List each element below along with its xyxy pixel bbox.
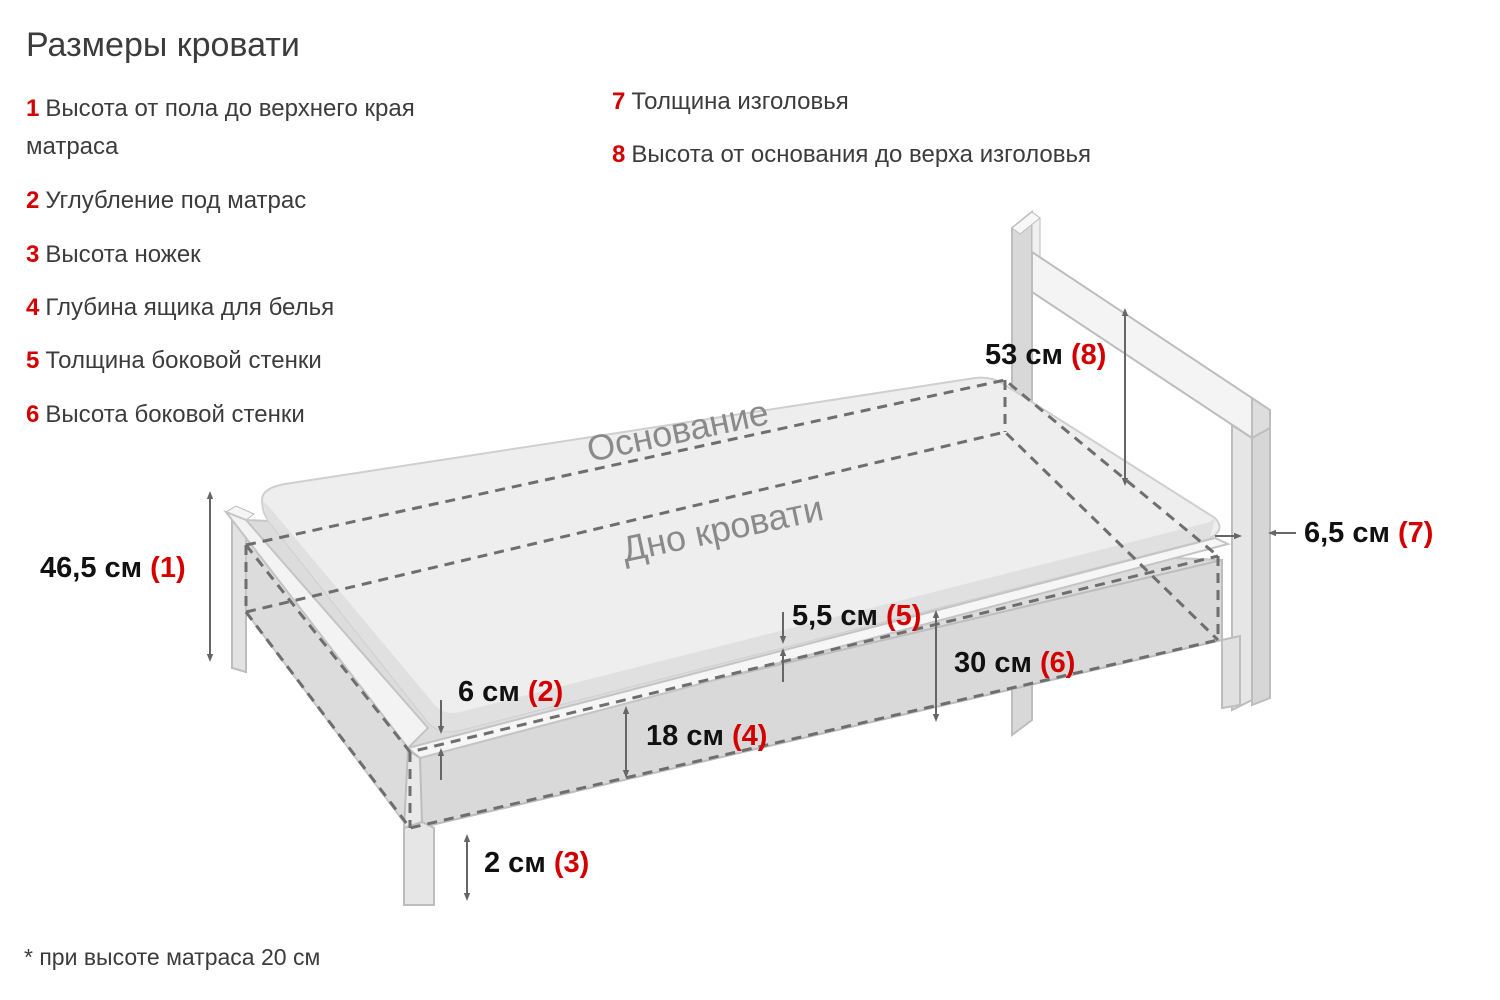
dimension-value: 6 см — [458, 676, 520, 708]
legend-number: 1 — [26, 95, 40, 122]
legend-text: Углубление под матрас — [45, 187, 307, 214]
dimension-arrows — [206, 308, 1296, 901]
leg-back-left — [225, 511, 247, 674]
dimension-value: 53 см — [985, 339, 1063, 371]
legend-text: Высота от основания до верха изголовья — [631, 141, 1092, 168]
legend-text: Толщина изголовья — [631, 88, 849, 115]
dashed-outlines — [244, 378, 1220, 830]
dimension-ref: (2) — [527, 676, 564, 708]
leg-back-right — [1221, 634, 1241, 710]
legend-text: Глубина ящика для белья — [45, 294, 335, 321]
dimension-value: 2 см — [484, 847, 546, 879]
dimension-value: 6,5 см — [1304, 517, 1390, 549]
page-title: Размеры кровати — [26, 26, 300, 64]
legend-number: 5 — [26, 347, 40, 374]
legend-number: 6 — [26, 401, 40, 428]
dimension-4: 18 см (4) — [646, 720, 767, 753]
dimension-3: 2 см (3) — [484, 847, 589, 880]
legend-text: Высота ножек — [45, 241, 201, 268]
dimension-value: 5,5 см — [792, 600, 878, 632]
footboard-rail — [222, 509, 430, 750]
dimension-ref: (6) — [1039, 647, 1076, 679]
dimension-ref: (3) — [553, 847, 590, 879]
dimension-value: 46,5 см — [40, 552, 143, 584]
mattress — [260, 376, 1221, 733]
dimension-ref: (8) — [1070, 339, 1107, 371]
legend-text: Высота от пола до верхнего края матраса — [26, 95, 415, 160]
dimension-value: 30 см — [954, 647, 1032, 679]
legend-text: Высота боковой стенки — [45, 401, 305, 428]
legend-number: 8 — [612, 141, 626, 168]
legend-text: Толщина боковой стенки — [45, 347, 322, 374]
dimension-8: 53 см (8) — [985, 339, 1106, 372]
legend-number: 3 — [26, 241, 40, 268]
leg-front-left — [403, 820, 435, 906]
dimension-6: 30 см (6) — [954, 647, 1075, 680]
dimension-ref: (5) — [886, 600, 922, 632]
dimension-value: 18 см — [646, 720, 724, 752]
legend-number: 4 — [26, 294, 40, 321]
legend-number: 2 — [26, 187, 40, 214]
dimension-ref: (1) — [150, 552, 186, 584]
legend-number: 7 — [612, 88, 626, 115]
dimension-2: 6 см (2) — [458, 676, 563, 709]
dimension-7: 6,5 см (7) — [1304, 517, 1433, 550]
dimension-5: 5,5 см (5) — [792, 600, 921, 633]
dimension-1: 46,5 см (1) — [40, 552, 186, 585]
dimension-ref: (4) — [731, 720, 768, 752]
dimension-ref: (7) — [1398, 517, 1434, 549]
footnote: * при высоте матраса 20 см — [24, 944, 321, 970]
